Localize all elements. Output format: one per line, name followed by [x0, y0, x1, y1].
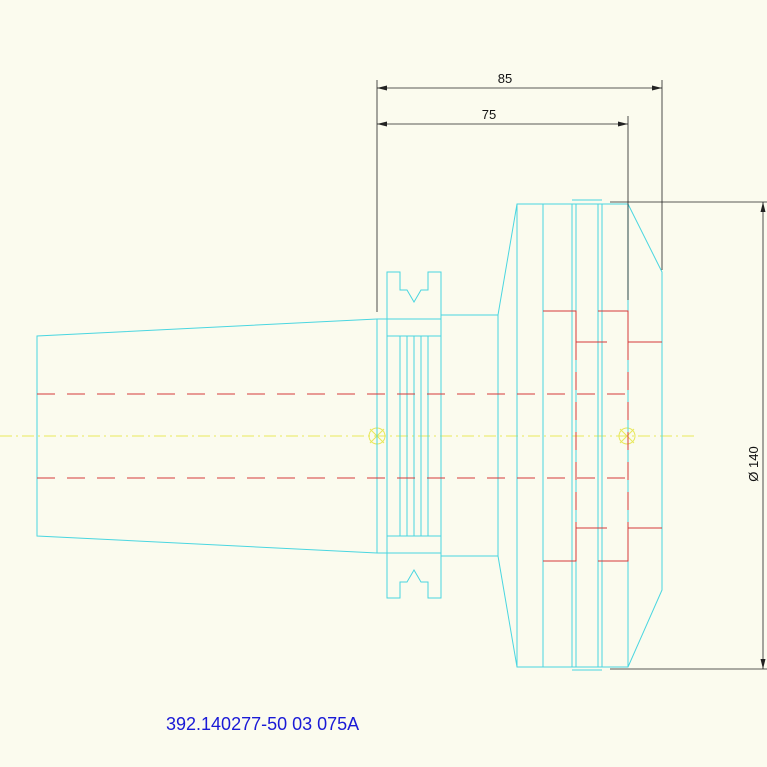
hidden-bore-lines: [37, 310, 662, 562]
dimension-diameter-label: Ø 140: [746, 446, 761, 481]
neck: [441, 314, 499, 557]
dimension-75-label: 75: [482, 107, 496, 122]
head-body: [497, 199, 663, 671]
dimension-length-outer: 85: [376, 71, 663, 312]
dimension-diameter: Ø 140: [610, 201, 767, 670]
dimension-length-inner: 75: [377, 107, 629, 300]
dimension-85-label: 85: [498, 71, 512, 86]
flange-groove: [377, 271, 442, 599]
center-axis: [0, 427, 698, 445]
taper-shank: [36, 318, 378, 554]
part-number: 392.140277-50 03 075A: [166, 714, 359, 734]
center-mark-right: [618, 427, 636, 445]
